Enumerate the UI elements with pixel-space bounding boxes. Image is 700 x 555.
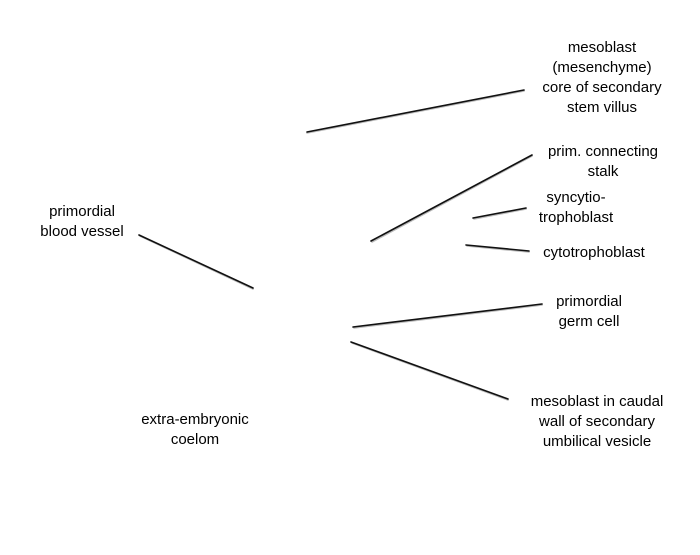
label-primordial-germ-cell: primordial germ cell: [556, 293, 622, 330]
label-syncytiotrophoblast: syncytio- trophoblast: [538, 189, 614, 226]
label-mesoblast-caudal: mesoblast in caudal wall of secondary um…: [530, 393, 664, 450]
leader-line-connecting-stalk: [370, 154, 533, 242]
label-connecting-stalk: prim. connecting stalk: [547, 143, 659, 180]
leader-line-cytotrophoblast: [465, 244, 530, 252]
label-blood-vessel: primordial blood vessel: [40, 203, 124, 240]
label-mesoblast-core: mesoblast (mesenchyme) core of secondary…: [542, 39, 662, 116]
leader-line-syncytiotrophoblast: [472, 207, 527, 219]
leader-line-primordial-germ-cell: [352, 303, 543, 328]
leader-line-blood-vessel: [138, 234, 254, 289]
leader-line-mesoblast-core: [306, 89, 525, 133]
leader-line-mesoblast-caudal: [350, 341, 509, 400]
label-cytotrophoblast: cytotrophoblast: [543, 244, 645, 261]
label-extra-embryonic-coelom: extra-embryonic coelom: [141, 411, 249, 448]
